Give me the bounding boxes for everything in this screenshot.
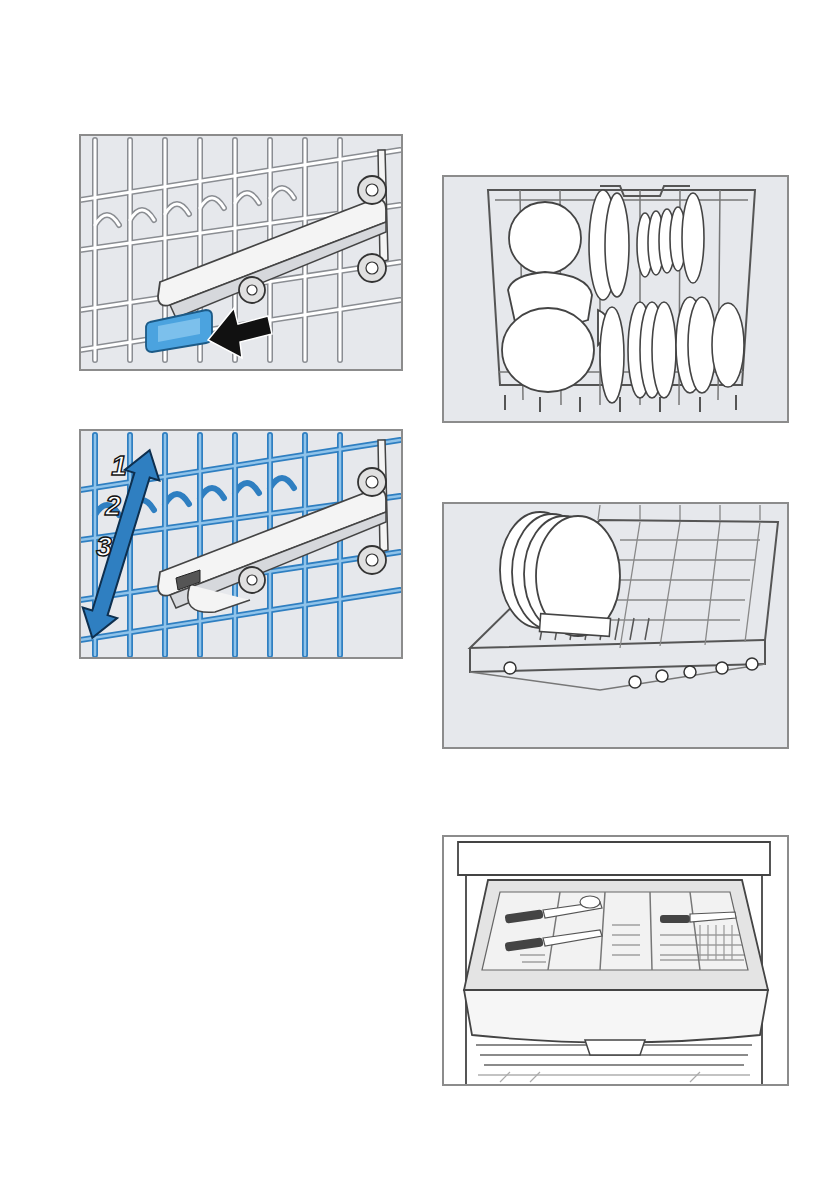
panel-plate-rack-part (443, 503, 788, 748)
panel-cutlery-drawer-part-part (548, 892, 700, 970)
panel-loaded-basket-part-part-part (682, 193, 704, 283)
panel-release-button-part-part (247, 184, 378, 295)
panel-loaded-basket-part-part-part (652, 302, 676, 398)
panel-cutlery-drawer-part-part (478, 1074, 750, 1075)
panel-loaded-basket (443, 176, 788, 422)
panel-plate-rack-part-part (504, 658, 758, 688)
panel-cutlery-drawer-part-part (464, 990, 768, 1043)
panel-cutlery-drawer-part-part-part (580, 896, 600, 908)
panel-release-button-part-part-part (80, 150, 400, 350)
panel-plate-rack-part-part (598, 505, 760, 520)
panel-height-levels-part-part-part (366, 554, 378, 566)
panel-loaded-basket-part (443, 176, 788, 422)
panel-release-button-part-part (80, 140, 400, 360)
panel-cutlery-drawer-part-part (482, 892, 748, 970)
panel-height-levels-part-part-part (247, 575, 257, 585)
panel-height-levels (75, 430, 402, 658)
panel-plate-rack-part-part-part (536, 516, 620, 636)
panel-height-levels-part-part (176, 570, 200, 590)
panel-plate-rack-part (470, 505, 778, 690)
panel-plate-rack-part-part-part (684, 666, 696, 678)
panel-plate-rack (443, 503, 788, 748)
panel-height-levels-part-part-part (80, 445, 167, 643)
panel-cutlery-drawer-part-part (585, 1040, 645, 1055)
panel-release-button-part-part (158, 318, 200, 342)
panel-release-button-part-part (208, 308, 272, 358)
panel-loaded-basket-part (443, 176, 788, 422)
panel-height-levels-part-part-part (366, 476, 378, 488)
panel-cutlery-drawer-part-part (458, 842, 770, 875)
panel-release-button-part (80, 135, 402, 370)
panel-cutlery-drawer-part-part (520, 896, 744, 962)
panel-loaded-basket-part-part (505, 395, 736, 412)
panel-cutlery-drawer-part (443, 836, 788, 1085)
panel-cutlery-drawer-part-part-part (700, 925, 732, 960)
panel-height-levels-part (80, 435, 400, 655)
panel-cutlery-drawer (443, 836, 788, 1085)
panel-cutlery-drawer-part-part (464, 880, 768, 990)
panel-cutlery-drawer-part-part-part (660, 915, 690, 923)
panel-loaded-basket-part-part (589, 190, 744, 403)
panel-plate-rack-part (443, 503, 788, 748)
callout-number: 3 (96, 532, 112, 562)
panel-release-button-part-part-part (247, 285, 257, 295)
panel-height-levels-part-part-part (358, 546, 386, 574)
panel-release-button-part-part-part (366, 262, 378, 274)
panel-release-button-part (80, 140, 400, 360)
panel-cutlery-drawer-part-part-part (612, 925, 640, 955)
panel-release-button-part-part-part (95, 188, 294, 225)
panel-height-levels-part-part-part (358, 468, 386, 496)
panel-plate-rack-part-part (539, 614, 610, 637)
panel-release-button-part-part (239, 176, 386, 303)
panel-loaded-basket-part-part-part (712, 303, 744, 387)
panel-release-button-part-part (170, 222, 386, 318)
panel-cutlery-drawer-part (443, 836, 788, 1085)
panel-loaded-basket-part (488, 186, 755, 412)
callout-number: 1 (111, 451, 127, 481)
panel-cutlery-drawer-part-part-part (505, 909, 544, 923)
panel-release-button-part-part-part (80, 150, 400, 350)
panel-plate-rack-part-part-part (629, 676, 641, 688)
panel-release-button-part-part-part (366, 184, 378, 196)
callout-number: 2 (105, 491, 121, 521)
panel-plate-rack-part-part-part (504, 662, 516, 674)
panel-release-button-part (80, 135, 402, 370)
panel-cutlery-drawer-part-part-part (690, 912, 736, 922)
panel-height-levels-part-part (188, 585, 250, 612)
panel-cutlery-drawer-part-part-part (505, 937, 544, 951)
panel-plate-rack-part-part (500, 512, 620, 636)
panel-height-levels-part (80, 430, 402, 658)
panel-release-button-part-part (158, 199, 386, 305)
panel-cutlery-drawer-part-part-part (520, 955, 546, 962)
panel-cutlery-drawer-part-part-part (543, 930, 602, 946)
panel-plate-rack-part-part-part (716, 662, 728, 674)
panel-plate-rack-part-part-part (656, 670, 668, 682)
panel-height-levels-part-part-part (239, 567, 265, 593)
panel-height-levels-part-part (247, 476, 378, 585)
panel-height-levels-part-part (80, 445, 167, 643)
panel-release-button-part-part-part (358, 176, 386, 204)
panel-release-button-part-part-part (239, 277, 265, 303)
panel-loaded-basket-part-part-part (605, 193, 629, 297)
panel-release-button (80, 135, 402, 370)
panel-plate-rack-part-part (620, 522, 760, 648)
panel-height-levels-part-part (239, 468, 386, 593)
panel-plate-rack-part-part-part (746, 658, 758, 670)
panel-release-button-part-part-part (358, 254, 386, 282)
panel-release-button-part-part (80, 140, 400, 360)
panel-loaded-basket-part-part-part (600, 307, 624, 403)
panel-height-levels-part-part (158, 489, 386, 595)
panel-cutlery-drawer-part-part (500, 1072, 700, 1082)
panel-loaded-basket-part-part-part (502, 308, 594, 392)
panel-loaded-basket-part-part-part (509, 202, 581, 274)
panel-release-button-part-part (146, 310, 212, 352)
panel-cutlery-drawer-part (458, 842, 770, 1085)
